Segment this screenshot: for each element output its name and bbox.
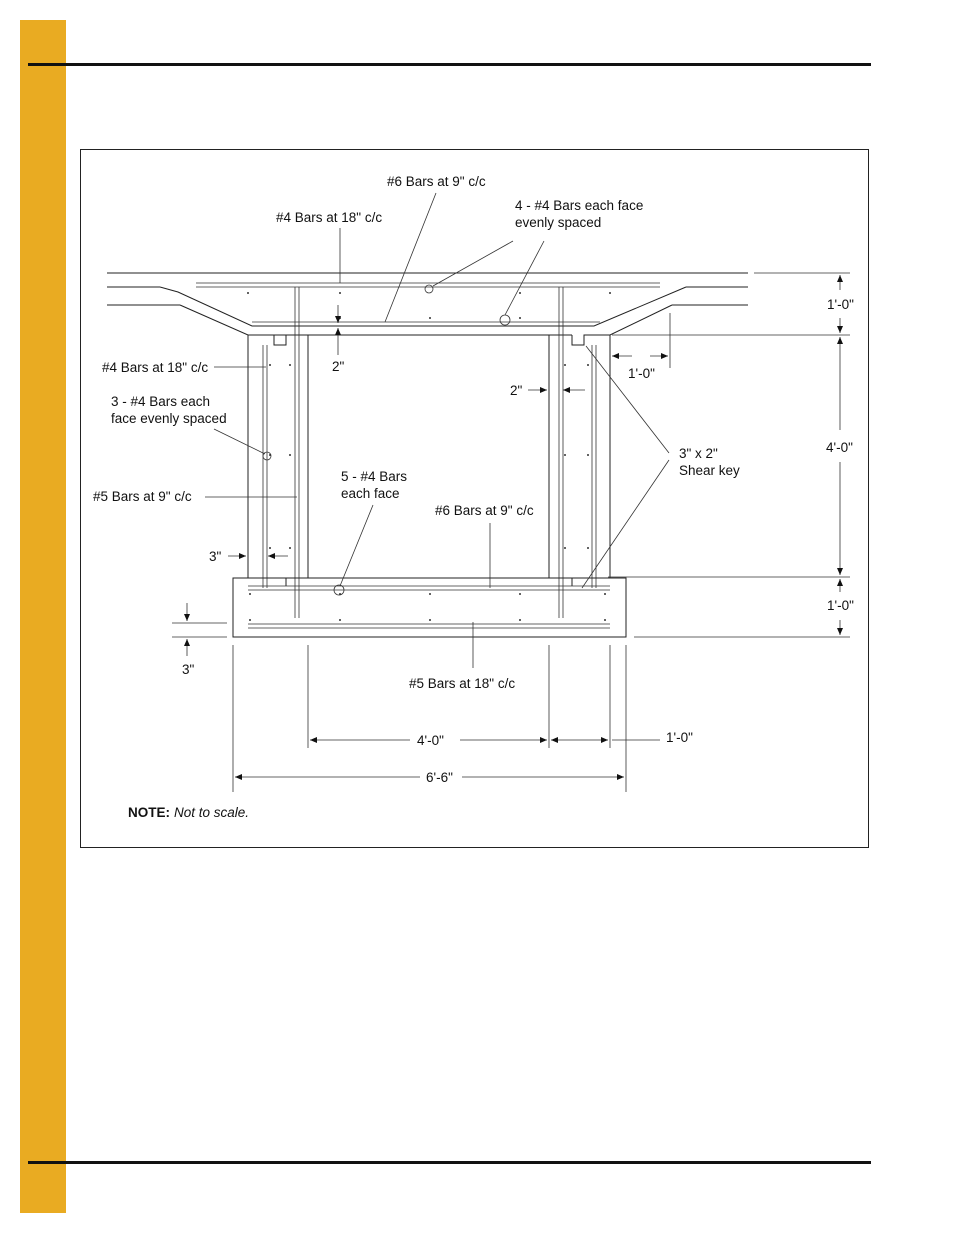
dim-overall-width: 6'-6": [426, 770, 453, 785]
note-label: NOTE:: [128, 805, 170, 820]
dim-2in-top: 2": [332, 359, 345, 374]
dim-bottom-slab: 1'-0": [827, 598, 854, 613]
callout-circles: [263, 285, 510, 595]
note: NOTE: Not to scale.: [128, 805, 249, 820]
label-shear-key-l2: Shear key: [679, 463, 740, 478]
label-bars4-wall: #4 Bars at 18" c/c: [102, 360, 208, 375]
leader-lines: [205, 193, 669, 668]
dim-3in-wall: 3": [209, 549, 222, 564]
dim-top-slab: 1'-0": [827, 297, 854, 312]
dim-wall-width: 1'-0": [666, 730, 693, 745]
label-bars5-wall: #5 Bars at 9" c/c: [93, 489, 192, 504]
dim-wall-height: 4'-0": [826, 440, 853, 455]
dim-1ft-haunch: 1'-0": [628, 366, 655, 381]
dim-2in-wall: 2": [510, 383, 523, 398]
label-bars5-bottom: #5 Bars at 18" c/c: [409, 676, 515, 691]
label-bars4-top: #4 Bars at 18" c/c: [276, 210, 382, 225]
label-bars5-each-l2: each face: [341, 486, 400, 501]
label-bars4-each-face-l2: evenly spaced: [515, 215, 601, 230]
label-bars5-each-l1: 5 - #4 Bars: [341, 469, 407, 484]
label-bars3-l1: 3 - #4 Bars each: [111, 394, 210, 409]
label-bars6-bottom: #6 Bars at 9" c/c: [435, 503, 534, 518]
dim-inner-width: 4'-0": [417, 733, 444, 748]
label-bars6-top: #6 Bars at 9" c/c: [387, 174, 486, 189]
dim-3in-bottom: 3": [182, 662, 195, 677]
label-bars3-l2: face evenly spaced: [111, 411, 227, 426]
concrete-outline: [107, 273, 748, 637]
dimension-lines: [172, 273, 850, 792]
note-text: Not to scale.: [174, 805, 249, 820]
label-shear-key-l1: 3" x 2": [679, 446, 718, 461]
label-bars4-each-face-l1: 4 - #4 Bars each face: [515, 198, 643, 213]
rebar-dots: [247, 292, 611, 621]
